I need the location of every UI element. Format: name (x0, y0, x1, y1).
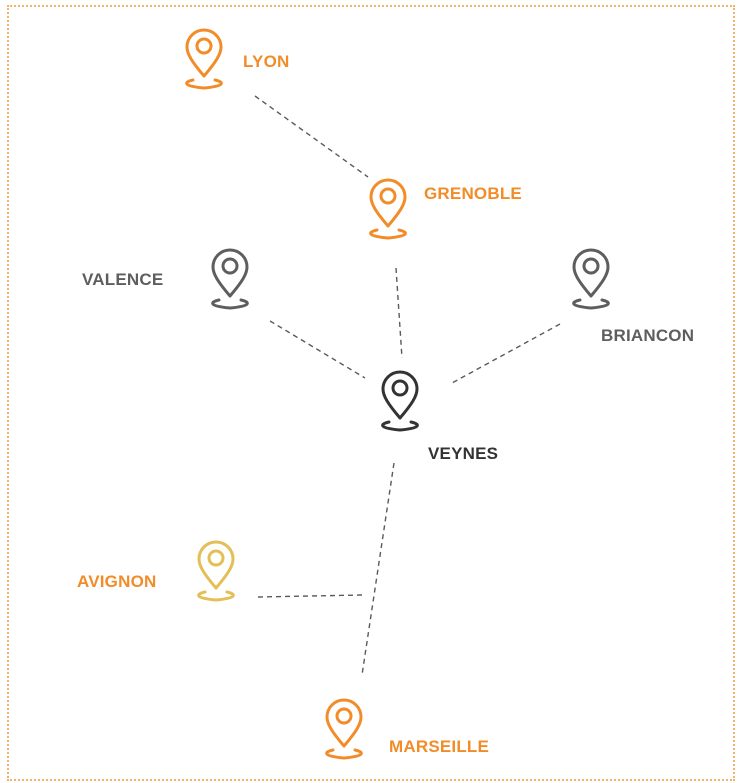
pin-valence[interactable] (204, 248, 256, 314)
map-pin-icon (369, 178, 407, 240)
pin-avignon[interactable] (190, 540, 242, 606)
map-pin-icon (381, 370, 419, 432)
route-valence-veynes (269, 320, 366, 379)
pin-grenoble[interactable] (362, 178, 414, 244)
map-pin-icon (185, 28, 223, 90)
route-veynes-marseille (361, 462, 395, 676)
city-label-valence[interactable]: VALENCE (82, 270, 164, 289)
city-label-veynes[interactable]: VEYNES (428, 444, 499, 463)
map-frame (7, 5, 735, 781)
pin-veynes[interactable] (374, 370, 426, 436)
map-pin-icon (325, 698, 363, 760)
route-grenoble-veynes (395, 267, 403, 359)
pin-lyon[interactable] (178, 28, 230, 94)
city-label-grenoble[interactable]: GRENOBLE (424, 184, 522, 203)
city-label-marseille[interactable]: MARSEILLE (389, 737, 490, 756)
pin-marseille[interactable] (318, 698, 370, 764)
route-avignon-branch (257, 594, 363, 598)
pin-briancon[interactable] (565, 248, 617, 314)
map-pin-icon (572, 248, 610, 310)
map-pin-icon (211, 248, 249, 310)
map-pin-icon (197, 540, 235, 602)
city-label-briancon[interactable]: BRIANCON (601, 326, 695, 345)
route-briancon-veynes (451, 323, 561, 384)
city-label-lyon[interactable]: LYON (243, 52, 290, 71)
route-lyon-grenoble (254, 95, 369, 178)
city-label-avignon[interactable]: AVIGNON (77, 572, 157, 591)
